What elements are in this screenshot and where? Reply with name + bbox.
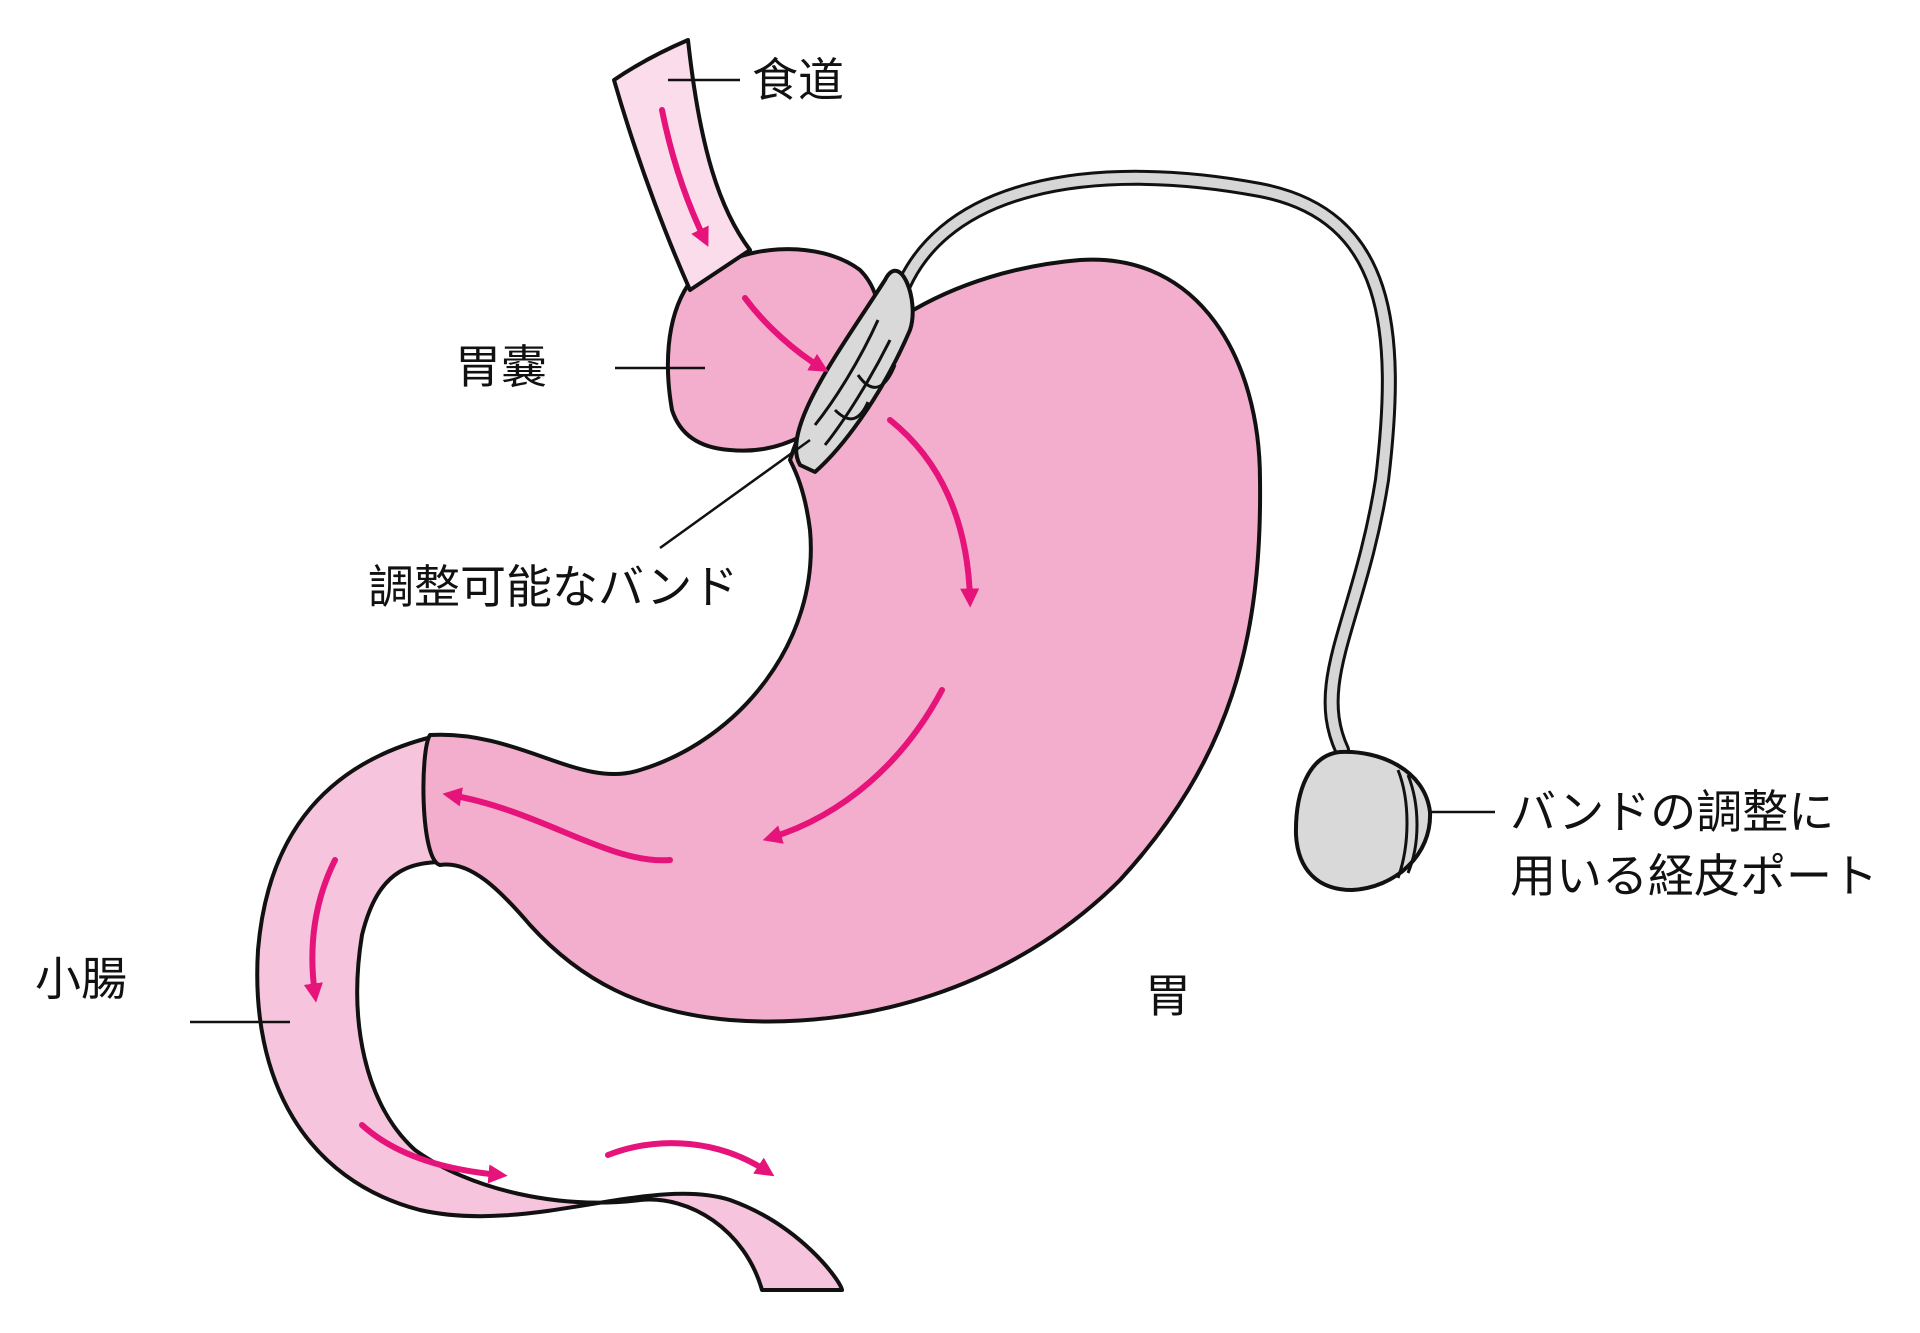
flow-arrow-stomach-mid: [762, 687, 945, 844]
label-band: 調整可能なバンド: [368, 560, 738, 614]
flow-arrow-intestine-right-1: [359, 1122, 508, 1184]
access-port: [1293, 749, 1433, 893]
flow-arrow-stomach-lower: [442, 787, 673, 864]
label-pouch: 胃嚢: [455, 340, 547, 394]
esophagus: [612, 38, 752, 292]
adjustable-band: [794, 268, 915, 474]
flow-arrow-pouch: [742, 295, 829, 372]
leader-band: [659, 438, 811, 550]
flow-arrow-intestine-down: [303, 857, 338, 1003]
label-small-intestine: 小腸: [35, 952, 127, 1006]
flow-arrow-intestine-right-2: [605, 1140, 775, 1177]
label-stomach: 胃: [1145, 969, 1191, 1023]
port-tube-inner: [890, 172, 1394, 755]
label-port-line2: 用いる経皮ポート: [1510, 849, 1878, 903]
stomach: [421, 257, 1263, 1024]
label-esophagus: 食道: [752, 53, 844, 107]
label-port-line1: バンドの調整に: [1510, 785, 1834, 839]
flow-arrow-stomach-upper: [887, 417, 980, 608]
flow-arrow-esophagus: [659, 107, 709, 247]
